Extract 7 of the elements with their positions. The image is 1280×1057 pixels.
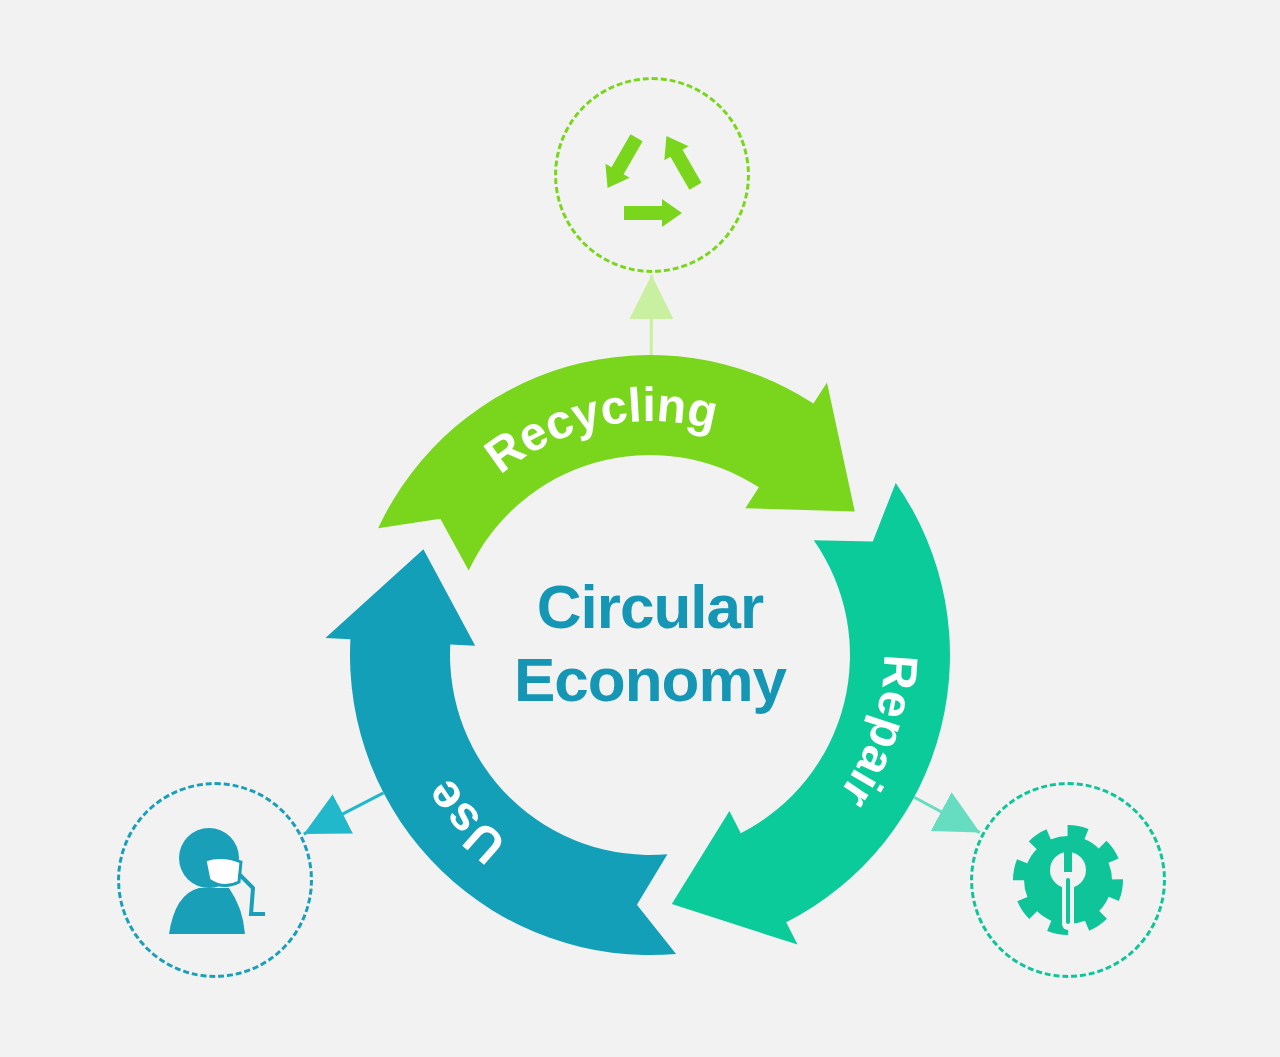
dashed-circle [554,77,750,273]
arrow [629,275,674,355]
dashed-circle [970,782,1166,978]
dashed-circle [117,782,313,978]
arrow [303,791,385,836]
center-title: Circular Economy [480,570,820,717]
arrow [913,792,981,834]
